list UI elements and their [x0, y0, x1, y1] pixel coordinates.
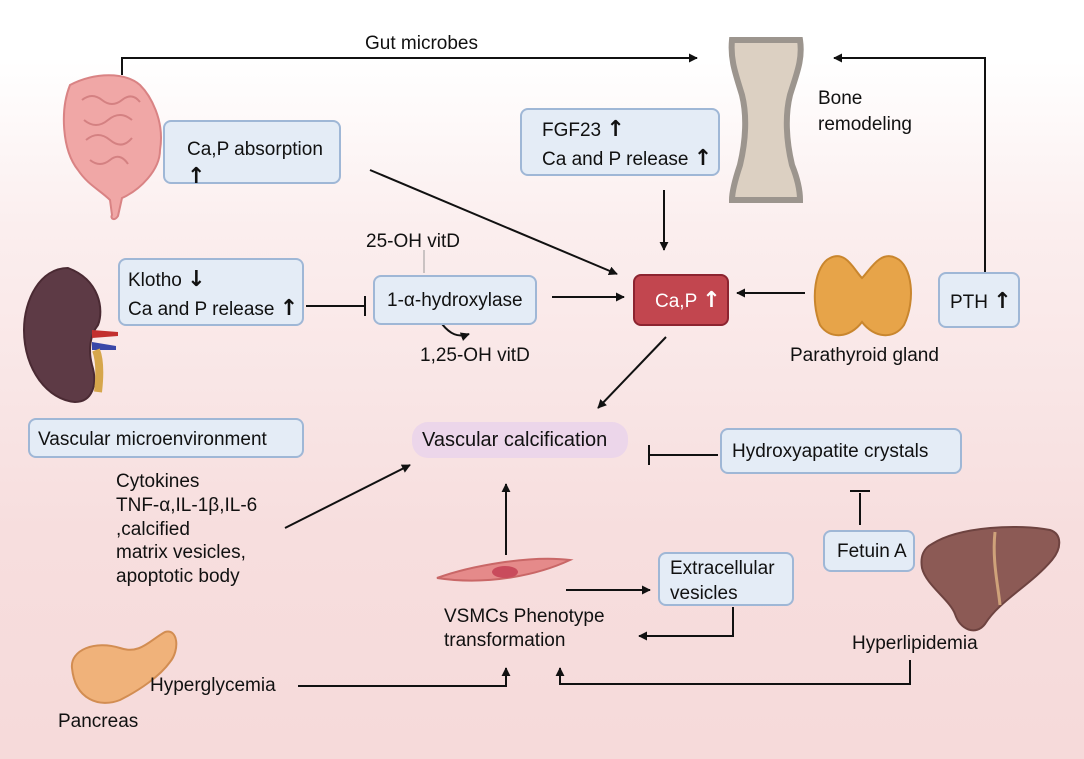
- cytokines-list: Cytokines TNF-α,IL-1β,IL-6 ,calcified ma…: [116, 470, 257, 589]
- pth-box: PTH ↑: [938, 272, 1020, 328]
- vsmc-label: VSMCs Phenotype transformation: [444, 605, 605, 653]
- bone-icon: [728, 37, 804, 203]
- down-arrow-icon: ↓: [187, 267, 206, 292]
- cytokines-line: apoptotic body: [116, 566, 240, 587]
- pancreas-icon: [70, 630, 178, 704]
- cytokines-line: Cytokines: [116, 471, 200, 492]
- up-arrow-icon: ↑: [702, 288, 721, 313]
- vitd-25-label: 25-OH vitD: [366, 231, 460, 252]
- klotho-box: Klotho ↓ Ca and P release ↑: [118, 258, 304, 326]
- gut-microbes-label: Gut microbes: [365, 33, 478, 54]
- hydroxyapatite-label: Hydroxyapatite crystals: [732, 441, 929, 462]
- ca-p-absorption-label: Ca,P absorption: [187, 139, 323, 160]
- vitd-125-label: 1,25-OH vitD: [420, 345, 530, 366]
- pth-label: PTH: [950, 292, 988, 313]
- hydroxylase-box: 1-α-hydroxylase: [373, 275, 537, 325]
- parathyroid-label: Parathyroid gland: [790, 345, 939, 366]
- bone-remodeling-label: Bone remodeling: [818, 88, 912, 135]
- vascular-microenvironment-label: Vascular microenvironment: [38, 429, 267, 450]
- up-arrow-icon: ↑: [693, 145, 713, 171]
- extracellular-vesicles-box: Extracellular vesicles: [658, 552, 794, 606]
- up-arrow-icon: ↑: [606, 117, 625, 142]
- connectors: [121, 53, 986, 687]
- extracellular-vesicles-line: vesicles: [670, 582, 738, 604]
- vascular-microenvironment-box: Vascular microenvironment: [28, 418, 304, 458]
- vsmc-line: VSMCs Phenotype: [444, 606, 605, 627]
- pancreas-label: Pancreas: [58, 711, 139, 732]
- liver-icon: [920, 525, 1061, 632]
- hyperglycemia-label: Hyperglycemia: [150, 675, 276, 696]
- cytokines-line: TNF-α,IL-1β,IL-6: [116, 494, 258, 516]
- hyperlipidemia-label: Hyperlipidemia: [852, 633, 978, 654]
- fgf23-label: FGF23: [542, 120, 602, 141]
- klotho-label: Klotho: [128, 270, 182, 291]
- cytokines-line: ,calcified: [116, 518, 190, 540]
- up-arrow-icon: ↑: [187, 163, 206, 189]
- up-arrow-icon: ↑: [993, 289, 1012, 314]
- ca-p-absorption-box: Ca,P absorption ↑: [163, 120, 341, 189]
- vascular-calcification-label: Vascular calcification: [422, 429, 608, 451]
- hydroxyapatite-box: Hydroxyapatite crystals: [720, 428, 962, 474]
- vascular-calcification-pill: Vascular calcification: [412, 422, 628, 458]
- extracellular-vesicles-line: Extracellular: [670, 558, 775, 579]
- hydroxylase-label: 1-α-hydroxylase: [387, 290, 523, 311]
- intestine-icon: [62, 74, 162, 221]
- ca-p-release-bone-label: Ca and P release: [542, 148, 689, 170]
- parathyroid-icon: [813, 255, 912, 337]
- vsmc-line: transformation: [444, 629, 566, 651]
- ca-p-box: Ca,P ↑: [633, 274, 729, 326]
- fetuin-label: Fetuin A: [837, 541, 907, 562]
- smooth-muscle-cell-icon: [436, 557, 574, 582]
- up-arrow-icon: ↑: [279, 295, 299, 321]
- cytokines-line: matrix vesicles,: [116, 542, 246, 564]
- fetuin-box: Fetuin A: [823, 530, 915, 572]
- fgf23-box: FGF23 ↑ Ca and P release ↑: [520, 108, 720, 176]
- ca-p-label: Ca,P: [655, 291, 697, 312]
- kidney-icon: [22, 266, 118, 404]
- ca-p-release-kidney-label: Ca and P release: [128, 298, 275, 320]
